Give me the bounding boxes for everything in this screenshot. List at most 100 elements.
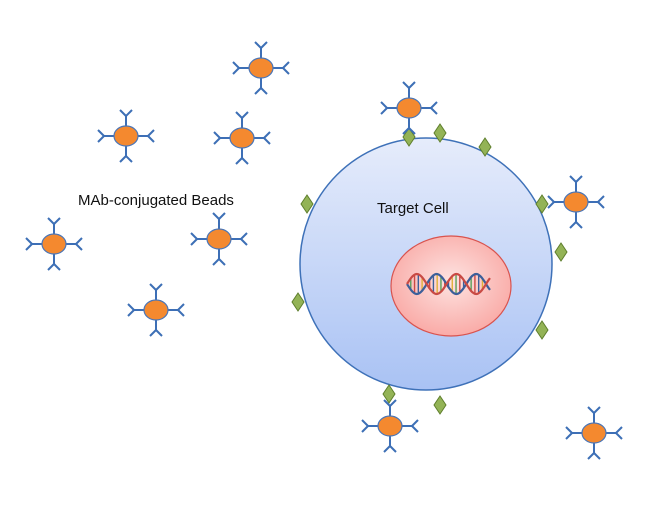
antibody-arm (430, 101, 438, 109)
antibody-bead-icon (127, 283, 185, 337)
antibody-arm (127, 309, 135, 317)
antibody-arm (263, 137, 271, 145)
antibody-arm (147, 135, 155, 143)
antigen-diamond-icon (478, 137, 492, 157)
bead-body (41, 233, 67, 255)
antibody-arm (241, 111, 249, 119)
bead-body (113, 125, 139, 147)
antibody-arm (254, 87, 262, 95)
antigen-diamond-icon (535, 194, 549, 214)
antibody-beads (25, 41, 623, 460)
antibody-arm (75, 243, 83, 251)
bead-body (143, 299, 169, 321)
antibody-arm (232, 61, 240, 69)
antibody-bead-icon (547, 175, 605, 229)
antibody-arm (389, 445, 397, 453)
antibody-arm (389, 399, 397, 407)
antibody-arm (177, 309, 185, 317)
antibody-arm (119, 109, 127, 117)
antigen-diamond-icon (300, 194, 314, 214)
bead-body (581, 422, 607, 444)
antibody-arm (402, 81, 410, 89)
antibody-arm (547, 195, 555, 203)
antibody-arm (240, 232, 248, 240)
antibody-arm (127, 303, 135, 311)
target-cell (299, 137, 553, 391)
antibody-arm (218, 258, 226, 266)
antibody-bead-icon (380, 81, 438, 135)
antibody-arm (282, 67, 290, 75)
antibody-arm (213, 131, 221, 139)
antibody-arm (149, 283, 157, 291)
antibody-arm (97, 135, 105, 143)
antibody-arm (263, 131, 271, 139)
antibody-arm (593, 452, 601, 460)
antibody-bead-icon (565, 406, 623, 460)
antibody-arm (383, 399, 391, 407)
antibody-arm (408, 81, 416, 89)
antibody-arm (565, 426, 573, 434)
antibody-arm (575, 221, 583, 229)
antibody-arm (155, 283, 163, 291)
antibody-arm (25, 237, 33, 245)
antibody-arm (241, 157, 249, 165)
antigen-diamond-icon (402, 127, 416, 147)
antibody-arm (402, 127, 410, 135)
antibody-arm (430, 107, 438, 115)
antibody-arm (218, 212, 226, 220)
antibody-arm (177, 303, 185, 311)
bead-body (377, 415, 403, 437)
antibody-arm (575, 175, 583, 183)
surface-antigens (291, 123, 568, 415)
antibody-arm (260, 87, 268, 95)
bead-body (229, 127, 255, 149)
bead-body (206, 228, 232, 250)
antigen-diamond-icon (535, 320, 549, 340)
antibody-bead-icon (361, 399, 419, 453)
antibody-arm (240, 238, 248, 246)
antibody-arm (190, 238, 198, 246)
antibody-arm (569, 175, 577, 183)
antibody-arm (408, 127, 416, 135)
dna-strand (406, 272, 491, 296)
antibody-bead-icon (25, 217, 83, 271)
antibody-arm (260, 41, 268, 49)
antibody-bead-icon (213, 111, 271, 165)
antibody-arm (411, 419, 419, 427)
antibody-arm (587, 452, 595, 460)
cell-label: Target Cell (377, 200, 449, 217)
antibody-arm (597, 201, 605, 209)
antibody-arm (597, 195, 605, 203)
dna-helix-icon (406, 272, 491, 296)
antigen-diamond-icon (433, 123, 447, 143)
antibody-arm (232, 67, 240, 75)
antibody-arm (212, 258, 220, 266)
antibody-arm (235, 157, 243, 165)
antibody-arm (282, 61, 290, 69)
antibody-arm (254, 41, 262, 49)
antigen-diamond-icon (291, 292, 305, 312)
antibody-arm (587, 406, 595, 414)
antibody-arm (25, 243, 33, 251)
antibody-bead-icon (97, 109, 155, 163)
antibody-arm (411, 425, 419, 433)
antibody-arm (361, 425, 369, 433)
antibody-arm (361, 419, 369, 427)
antibody-arm (380, 107, 388, 115)
antibody-arm (212, 212, 220, 220)
antibody-arm (565, 432, 573, 440)
antibody-arm (383, 445, 391, 453)
bead-body (248, 57, 274, 79)
antibody-arm (547, 201, 555, 209)
antibody-arm (47, 217, 55, 225)
bead-body (563, 191, 589, 213)
antibody-arm (149, 329, 157, 337)
antibody-arm (47, 263, 55, 271)
antigen-diamond-icon (382, 384, 396, 404)
antigen-diamond-icon (433, 395, 447, 415)
antibody-arm (593, 406, 601, 414)
antibody-arm (569, 221, 577, 229)
antibody-arm (97, 129, 105, 137)
